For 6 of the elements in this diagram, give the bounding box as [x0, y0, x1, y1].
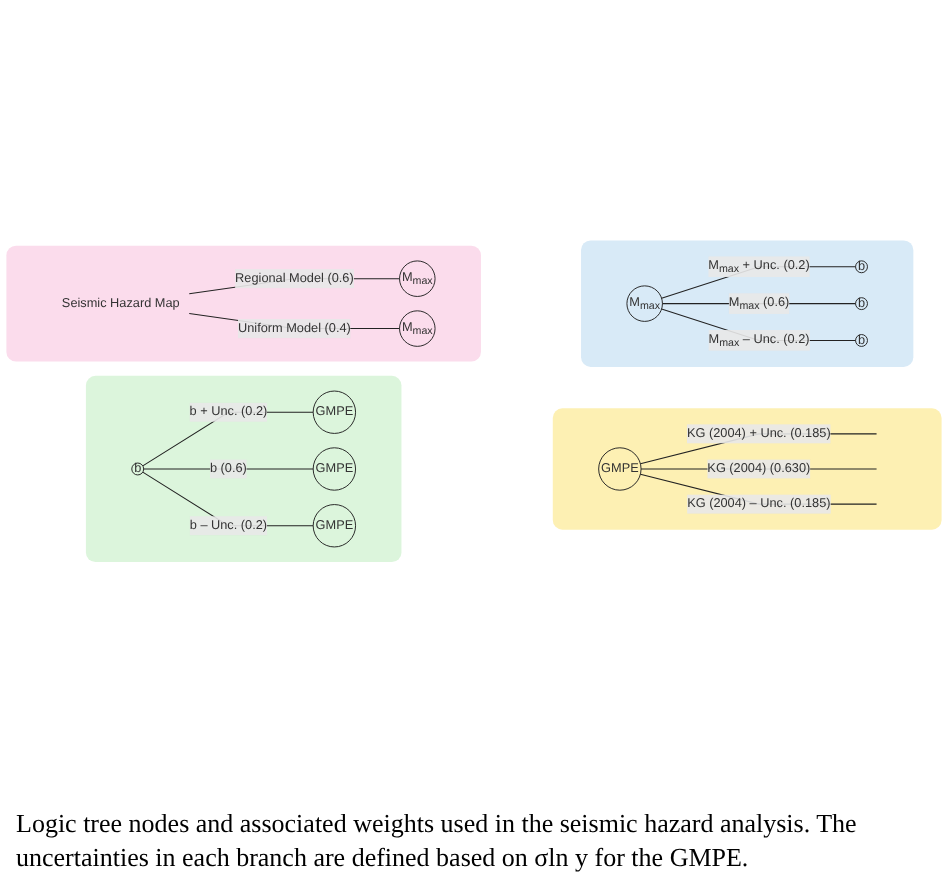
cluster [85, 376, 402, 564]
cluster [552, 409, 942, 531]
caption: Logic tree nodes and associated weights used in the seismic hazard analysis. The uncertainties in each branch are defined based on σln y for the GMPE. [14, 806, 859, 877]
connector [143, 469, 314, 471]
cluster [581, 241, 914, 368]
cluster [6, 246, 481, 363]
